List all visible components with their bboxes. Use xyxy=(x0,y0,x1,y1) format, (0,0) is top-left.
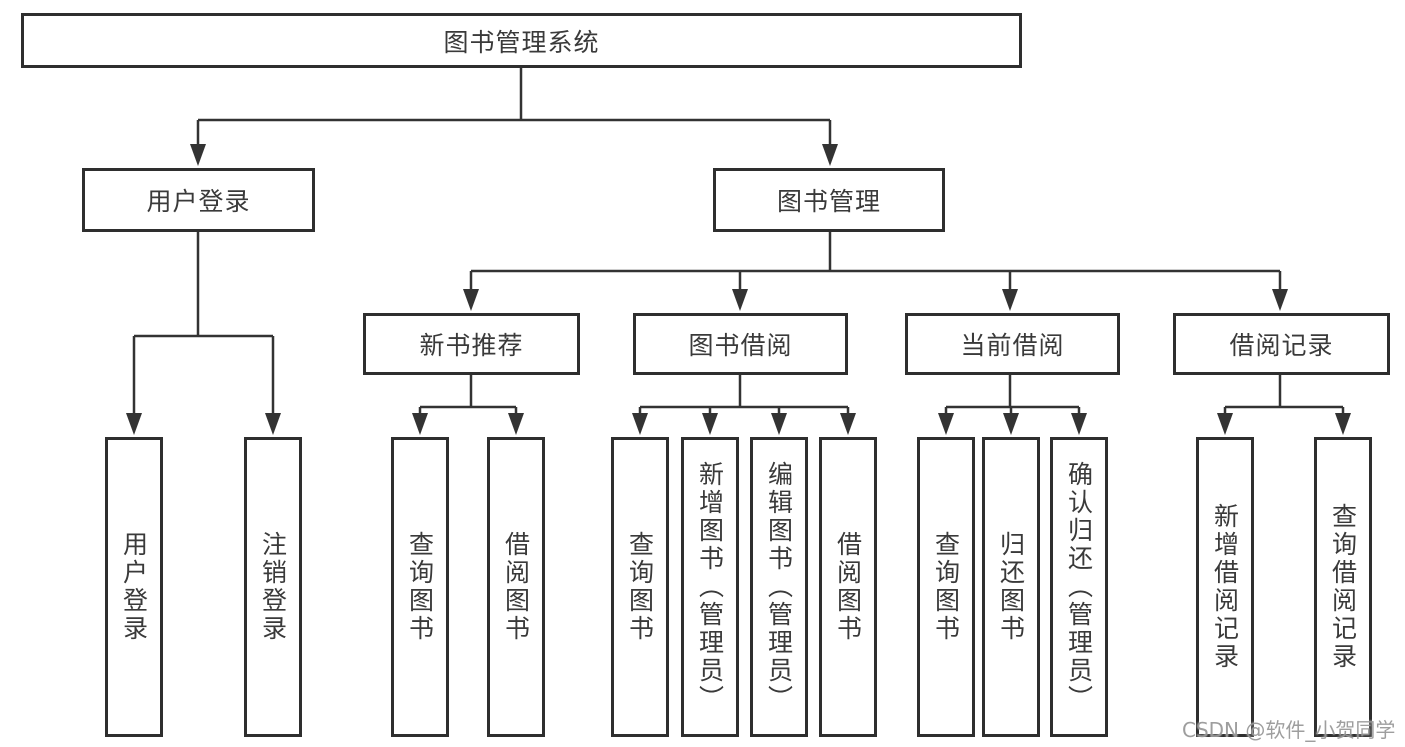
leaf-label: 查询图书 xyxy=(931,531,961,643)
csdn-watermark: CSDN @软件_小贺同学 xyxy=(1182,718,1396,742)
leaf-label: 借阅图书 xyxy=(501,531,531,643)
arrow-down-icon xyxy=(1002,289,1018,311)
leaf-label: 注销登录 xyxy=(258,531,288,643)
leaf-borrow-books: 借阅图书 xyxy=(819,437,877,737)
arrow-down-icon xyxy=(1335,413,1351,435)
leaf-label: 确认归还（管理员） xyxy=(1064,461,1094,713)
arrow-down-icon xyxy=(771,413,787,435)
arrow-down-icon xyxy=(1003,413,1019,435)
leaf-label: 新增图书（管理员） xyxy=(695,461,725,713)
arrow-down-icon xyxy=(938,413,954,435)
leaf-add-books-admin: 新增图书（管理员） xyxy=(681,437,739,737)
leaf-add-borrow-record: 新增借阅记录 xyxy=(1196,437,1254,737)
leaf-borrow-books-recommend: 借阅图书 xyxy=(487,437,545,737)
leaf-label: 编辑图书（管理员） xyxy=(764,461,794,713)
leaf-query-books-recommend: 查询图书 xyxy=(391,437,449,737)
leaf-logout: 注销登录 xyxy=(244,437,302,737)
leaf-query-borrow-record: 查询借阅记录 xyxy=(1314,437,1372,737)
leaf-query-books-borrowing: 查询图书 xyxy=(611,437,669,737)
arrow-down-icon xyxy=(265,413,281,435)
node-book-borrowing: 图书借阅 xyxy=(633,313,848,375)
arrow-down-icon xyxy=(126,413,142,435)
arrow-down-icon xyxy=(1217,413,1233,435)
arrow-down-icon xyxy=(840,413,856,435)
arrow-down-icon xyxy=(822,144,838,166)
arrow-down-icon xyxy=(412,413,428,435)
leaf-label: 查询图书 xyxy=(405,531,435,643)
arrow-down-icon xyxy=(190,144,206,166)
node-new-book-recommend: 新书推荐 xyxy=(363,313,580,375)
node-current-borrowing: 当前借阅 xyxy=(905,313,1120,375)
node-library-management-system: 图书管理系统 xyxy=(21,13,1022,68)
leaf-label: 新增借阅记录 xyxy=(1210,503,1240,671)
arrowheads xyxy=(126,144,1351,435)
arrow-down-icon xyxy=(1272,289,1288,311)
leaf-label: 归还图书 xyxy=(996,531,1026,643)
arrow-down-icon xyxy=(1071,413,1087,435)
leaf-label: 借阅图书 xyxy=(833,531,863,643)
leaf-return-books: 归还图书 xyxy=(982,437,1040,737)
leaf-confirm-return-admin: 确认归还（管理员） xyxy=(1050,437,1108,737)
node-borrowing-records: 借阅记录 xyxy=(1173,313,1390,375)
arrow-down-icon xyxy=(702,413,718,435)
node-book-management: 图书管理 xyxy=(713,168,945,232)
leaf-label: 用户登录 xyxy=(119,531,149,643)
leaf-user-login: 用户登录 xyxy=(105,437,163,737)
arrow-down-icon xyxy=(732,289,748,311)
leaf-query-books-current: 查询图书 xyxy=(917,437,975,737)
arrow-down-icon xyxy=(632,413,648,435)
leaf-label: 查询借阅记录 xyxy=(1328,503,1358,671)
arrow-down-icon xyxy=(508,413,524,435)
leaf-label: 查询图书 xyxy=(625,531,655,643)
node-user-login: 用户登录 xyxy=(82,168,315,232)
arrow-down-icon xyxy=(463,289,479,311)
leaf-edit-books-admin: 编辑图书（管理员） xyxy=(750,437,808,737)
